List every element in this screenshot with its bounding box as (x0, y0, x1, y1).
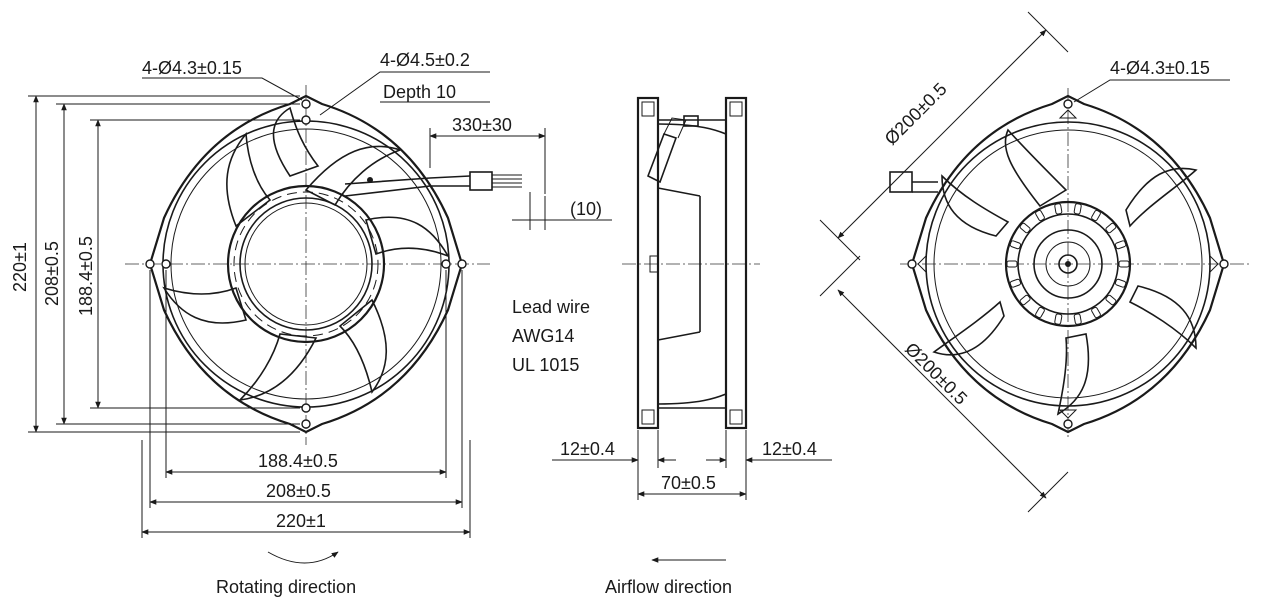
hub-slot (1114, 278, 1127, 288)
hub-slot (1073, 313, 1082, 325)
hub-slot (1091, 209, 1101, 222)
rear-hub (1004, 200, 1132, 328)
hub-slot (1009, 278, 1022, 288)
hole-note-large: 4-Ø4.5±0.2 (380, 50, 470, 70)
hub-slot (1114, 240, 1127, 250)
dim-horizontal-inner: 188.4±0.5 (258, 451, 338, 471)
diameter-top: Ø200±0.5 (881, 79, 951, 149)
hub-slot (1073, 203, 1082, 215)
impeller-blades (162, 106, 450, 402)
hub-inner (239, 197, 373, 331)
lead-wire-line3: UL 1015 (512, 355, 579, 375)
hub-slot (1105, 222, 1117, 234)
dim-horizontal-outer: 220±1 (276, 511, 326, 531)
dim-vertical-mid: 208±0.5 (42, 241, 62, 306)
mounting-holes-rear (907, 99, 1229, 429)
strip-length-dim: (10) (570, 199, 602, 219)
hub-slot (1105, 294, 1117, 306)
dim-horizontal-mid: 208±0.5 (266, 481, 331, 501)
rear-hole-note: 4-Ø4.3±0.15 (1110, 58, 1210, 78)
hub-slot (1035, 306, 1045, 319)
hub-slot (1054, 313, 1063, 325)
flange-left-dim: 12±0.4 (560, 439, 615, 459)
hole-note-small: 4-Ø4.3±0.15 (142, 58, 242, 78)
rotating-direction-label: Rotating direction (216, 577, 356, 597)
lead-wire-note: Lead wire AWG14 UL 1015 (512, 297, 590, 375)
front-view: 4-Ø4.3±0.15 4-Ø4.5±0.2 Depth 10 330±30 (… (10, 50, 612, 597)
hub-slot (1118, 260, 1130, 268)
lead-wire-line1: Lead wire (512, 297, 590, 317)
lead-wire-line2: AWG14 (512, 326, 574, 346)
hub-slot (1006, 260, 1018, 268)
lead-length-dim: 330±30 (452, 115, 512, 135)
depth-dim: 70±0.5 (661, 473, 716, 493)
dim-vertical-inner: 188.4±0.5 (76, 236, 96, 316)
hub-slot (1054, 203, 1063, 215)
rear-view: Ø200±0.5 Ø200±0.5 4-Ø4.3±0.15 (819, 11, 1250, 513)
hub-slot (1035, 209, 1045, 222)
frame-outline (148, 94, 464, 434)
flange-right-dim: 12±0.4 (762, 439, 817, 459)
dim-vertical-outer: 220±1 (10, 242, 30, 292)
hub-slot (1009, 240, 1022, 250)
diameter-bottom: Ø200±0.5 (901, 339, 971, 409)
airflow-direction-label: Airflow direction (605, 577, 732, 597)
depth-note: Depth 10 (383, 82, 456, 102)
hub-slot (1091, 306, 1101, 319)
side-view: 12±0.4 12±0.4 70±0.5 Airflow direction (552, 96, 832, 597)
side-connector (646, 132, 678, 184)
mounting-holes-front (145, 99, 467, 429)
rotation-arrow-icon (267, 551, 339, 564)
lead-wire (344, 175, 471, 185)
hub-outer (226, 184, 386, 344)
